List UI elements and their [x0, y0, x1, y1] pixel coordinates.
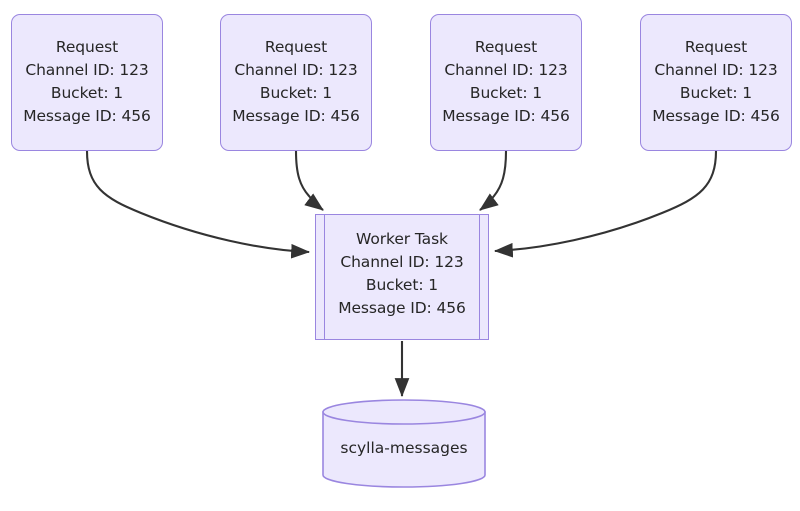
request-2-channel: Channel ID: 123	[234, 61, 358, 79]
request-3-message: Message ID: 456	[442, 107, 570, 125]
edge-request-1-to-worker	[85, 150, 311, 259]
edge-request-4-to-worker	[493, 150, 718, 258]
request-4-bucket: Bucket: 1	[679, 84, 753, 102]
worker-task-message: Message ID: 456	[338, 299, 466, 317]
request-3-channel: Channel ID: 123	[444, 61, 568, 79]
request-1-channel: Channel ID: 123	[25, 61, 149, 79]
worker-task-node[interactable]: Worker Task Channel ID: 123 Bucket: 1 Me…	[315, 214, 489, 340]
request-1-message: Message ID: 456	[23, 107, 151, 125]
subroutine-bar-right	[479, 215, 480, 339]
request-2-message: Message ID: 456	[232, 107, 360, 125]
request-2-bucket: Bucket: 1	[259, 84, 333, 102]
request-1-bucket: Bucket: 1	[50, 84, 124, 102]
request-4-message: Message ID: 456	[652, 107, 780, 125]
request-4-title: Request	[684, 38, 748, 56]
request-4-channel: Channel ID: 123	[654, 61, 778, 79]
worker-task-bucket: Bucket: 1	[365, 276, 439, 294]
request-3-title: Request	[474, 38, 538, 56]
request-node-3[interactable]: Request Channel ID: 123 Bucket: 1 Messag…	[430, 14, 582, 151]
worker-task-title: Worker Task	[356, 230, 448, 248]
datastore-node[interactable]: scylla-messages	[322, 399, 486, 488]
cylinder-shape	[322, 399, 486, 488]
subroutine-bar-left	[324, 215, 325, 339]
edge-request-2-to-worker	[294, 150, 324, 211]
request-2-title: Request	[264, 38, 328, 56]
request-3-bucket: Bucket: 1	[469, 84, 543, 102]
datastore-label: scylla-messages	[340, 438, 468, 457]
request-node-4[interactable]: Request Channel ID: 123 Bucket: 1 Messag…	[640, 14, 792, 151]
request-node-1[interactable]: Request Channel ID: 123 Bucket: 1 Messag…	[11, 14, 163, 151]
request-node-2[interactable]: Request Channel ID: 123 Bucket: 1 Messag…	[220, 14, 372, 151]
edge-request-3-to-worker	[479, 150, 508, 211]
worker-task-channel: Channel ID: 123	[340, 253, 464, 271]
request-1-title: Request	[55, 38, 119, 56]
